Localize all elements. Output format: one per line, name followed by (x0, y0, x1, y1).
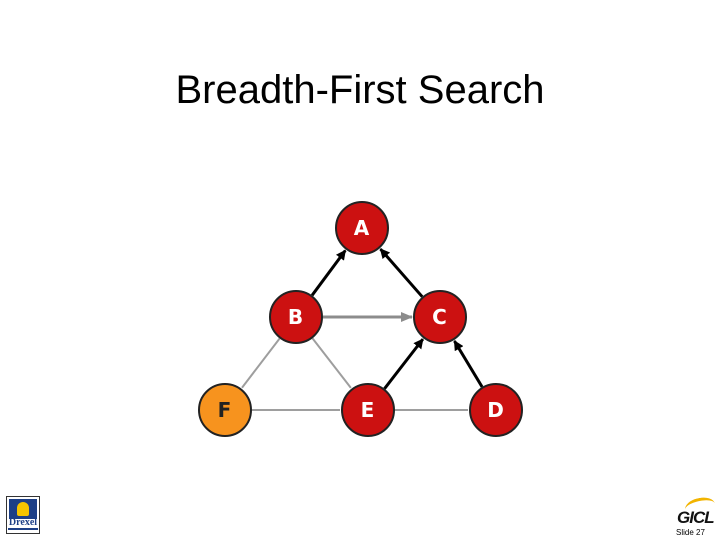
slide-title: Breadth-First Search (175, 68, 545, 112)
gicl-logo-text: GICL (677, 508, 715, 527)
edge-b-a (310, 249, 347, 297)
node-label-f: F (218, 398, 233, 422)
node-a: A (335, 201, 389, 255)
node-f: F (198, 383, 252, 437)
edge-e-c (383, 338, 425, 390)
drexel-logo-text: Drexel (8, 517, 38, 528)
node-b: B (269, 290, 323, 344)
node-circle-c (413, 290, 467, 344)
node-label-d: D (487, 398, 505, 422)
edge-c-a (379, 248, 424, 298)
nodes-layer: A B C F E D (198, 201, 523, 437)
node-label-e: E (361, 398, 376, 422)
node-circle-b (269, 290, 323, 344)
edge-d-c (453, 340, 484, 388)
node-circle-d (469, 383, 523, 437)
node-e: E (341, 383, 395, 437)
node-label-b: B (288, 305, 304, 329)
edge-b-e (311, 337, 352, 389)
slide-number: Slide 27 (676, 528, 705, 537)
node-circle-e (341, 383, 395, 437)
drexel-logo-underline (8, 528, 38, 530)
edges-layer (241, 248, 484, 411)
node-label-a: A (354, 216, 370, 240)
node-label-c: C (432, 305, 448, 329)
edge-b-f (241, 337, 281, 389)
node-circle-a (335, 201, 389, 255)
node-c: C (413, 290, 467, 344)
node-d: D (469, 383, 523, 437)
drexel-logo: Drexel (6, 496, 40, 534)
node-circle-f (198, 383, 252, 437)
dragon-crest-icon (9, 499, 37, 519)
